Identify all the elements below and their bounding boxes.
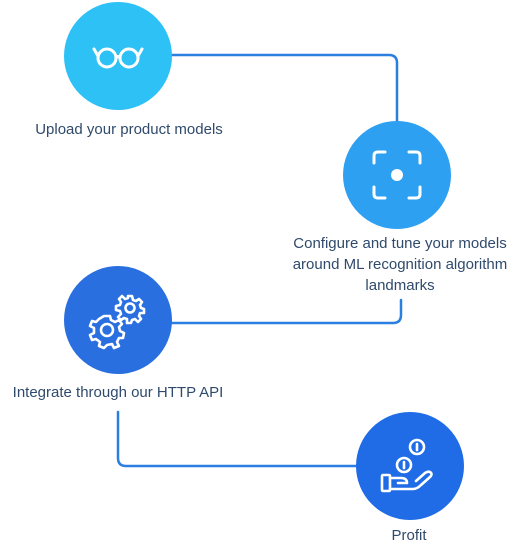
step-2-label-line-2: around ML recognition algorithm (292, 256, 508, 273)
step-2-label: Configure and tune your models around ML… (255, 233, 516, 296)
connector-step1-to-step2 (148, 53, 399, 124)
step-3-label: Integrate through our HTTP API (12, 384, 224, 401)
gears-icon (88, 294, 146, 350)
step-4-label: Profit (391, 527, 427, 544)
step-2-label-line-3: landmarks (365, 277, 435, 294)
step-3-circle (64, 266, 172, 374)
glasses-icon (92, 47, 144, 69)
step-1-label: Upload your product models (35, 121, 223, 138)
focus-frame-icon (372, 150, 422, 200)
connector-step2-to-step3 (170, 298, 403, 325)
step-4-circle (356, 412, 464, 520)
connector-step3-to-step4 (116, 410, 360, 468)
step-2-label-line-1: Configure and tune your models (293, 235, 507, 252)
coins-in-hand-icon (380, 438, 433, 493)
step-2-circle (343, 121, 451, 229)
step-1-circle (64, 2, 172, 110)
